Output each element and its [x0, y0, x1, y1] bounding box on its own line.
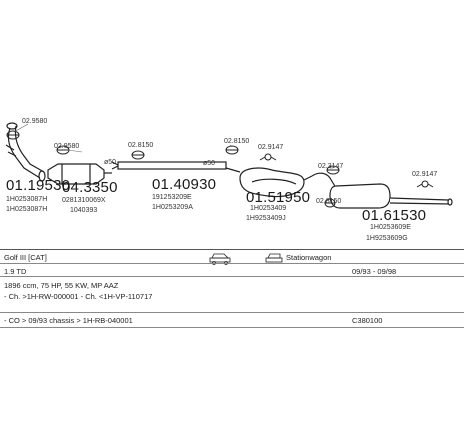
part4-diameter: ø50 — [203, 160, 216, 167]
part4-hanger: 02.9147 — [258, 144, 284, 151]
code-label: C380100 — [352, 316, 383, 325]
body-label: Stationwagon — [286, 253, 332, 262]
part2-number: 04.3350 — [62, 179, 118, 196]
part3-diameter: ø50 — [104, 159, 117, 166]
part5-clamp-2: 02.8150 — [316, 198, 342, 205]
spec-label: 1896 ccm, 75 HP, 55 KW, MP AAZ — [4, 281, 119, 290]
part5-hanger: 02.9147 — [412, 171, 438, 178]
part3-ref-1: 191253209E — [152, 194, 192, 201]
part4-clamp: 02.8150 — [224, 138, 250, 145]
part4-ref-1: 1H0253409 — [250, 205, 287, 212]
co-label: - CO > 09/93 chassis > 1H-RB-040001 — [4, 316, 133, 325]
chassis-label: - Ch. >1H-RW-000001 - Ch. <1H-VP-110717 — [4, 292, 153, 301]
table-rule-3 — [0, 312, 464, 313]
part1-ref-1: 1H0253087H — [6, 196, 48, 203]
part5-number: 01.61530 — [362, 207, 427, 224]
table-rule-top — [0, 249, 464, 250]
part2-clamp: 02.9580 — [54, 143, 80, 150]
part5-ref-1: 1H0253609E — [370, 224, 411, 231]
part1-number: 01.19530 — [6, 177, 71, 194]
part1-ref-2: 1H0253087H — [6, 206, 48, 213]
front-silencer-drawing — [225, 167, 313, 198]
engine-label: 1.9 TD — [4, 267, 27, 276]
part1-clamp: 02.9580 — [22, 118, 48, 125]
part2-ref-2: 1040393 — [70, 207, 98, 214]
model-label: Golf III [CAT] — [4, 253, 47, 262]
catalyst-drawing — [47, 163, 112, 185]
stationwagon-icon — [265, 253, 283, 263]
part3-ref-2: 1H0253209A — [152, 204, 193, 211]
part4-number: 01.51950 — [246, 189, 311, 206]
part5-ref-2: 1H9253609G — [366, 235, 408, 242]
part3-number: 01.40930 — [152, 176, 217, 193]
table-rule-4 — [0, 327, 464, 328]
part4-ref-2: 1H9253409J — [246, 215, 286, 222]
part5-clamp: 02.3147 — [318, 163, 344, 170]
part3-clamp: 02.8150 — [128, 142, 154, 149]
table-rule-1 — [0, 263, 464, 264]
part2-ref-1: 0281310069X — [62, 197, 106, 204]
leader-lines — [13, 123, 333, 169]
table-rule-2 — [0, 276, 464, 277]
intermediate-pipe-drawing — [111, 161, 227, 170]
front-pipe-drawing — [5, 122, 46, 182]
rear-silencer-drawing — [311, 172, 453, 209]
years-label: 09/93 - 09/98 — [352, 267, 397, 276]
